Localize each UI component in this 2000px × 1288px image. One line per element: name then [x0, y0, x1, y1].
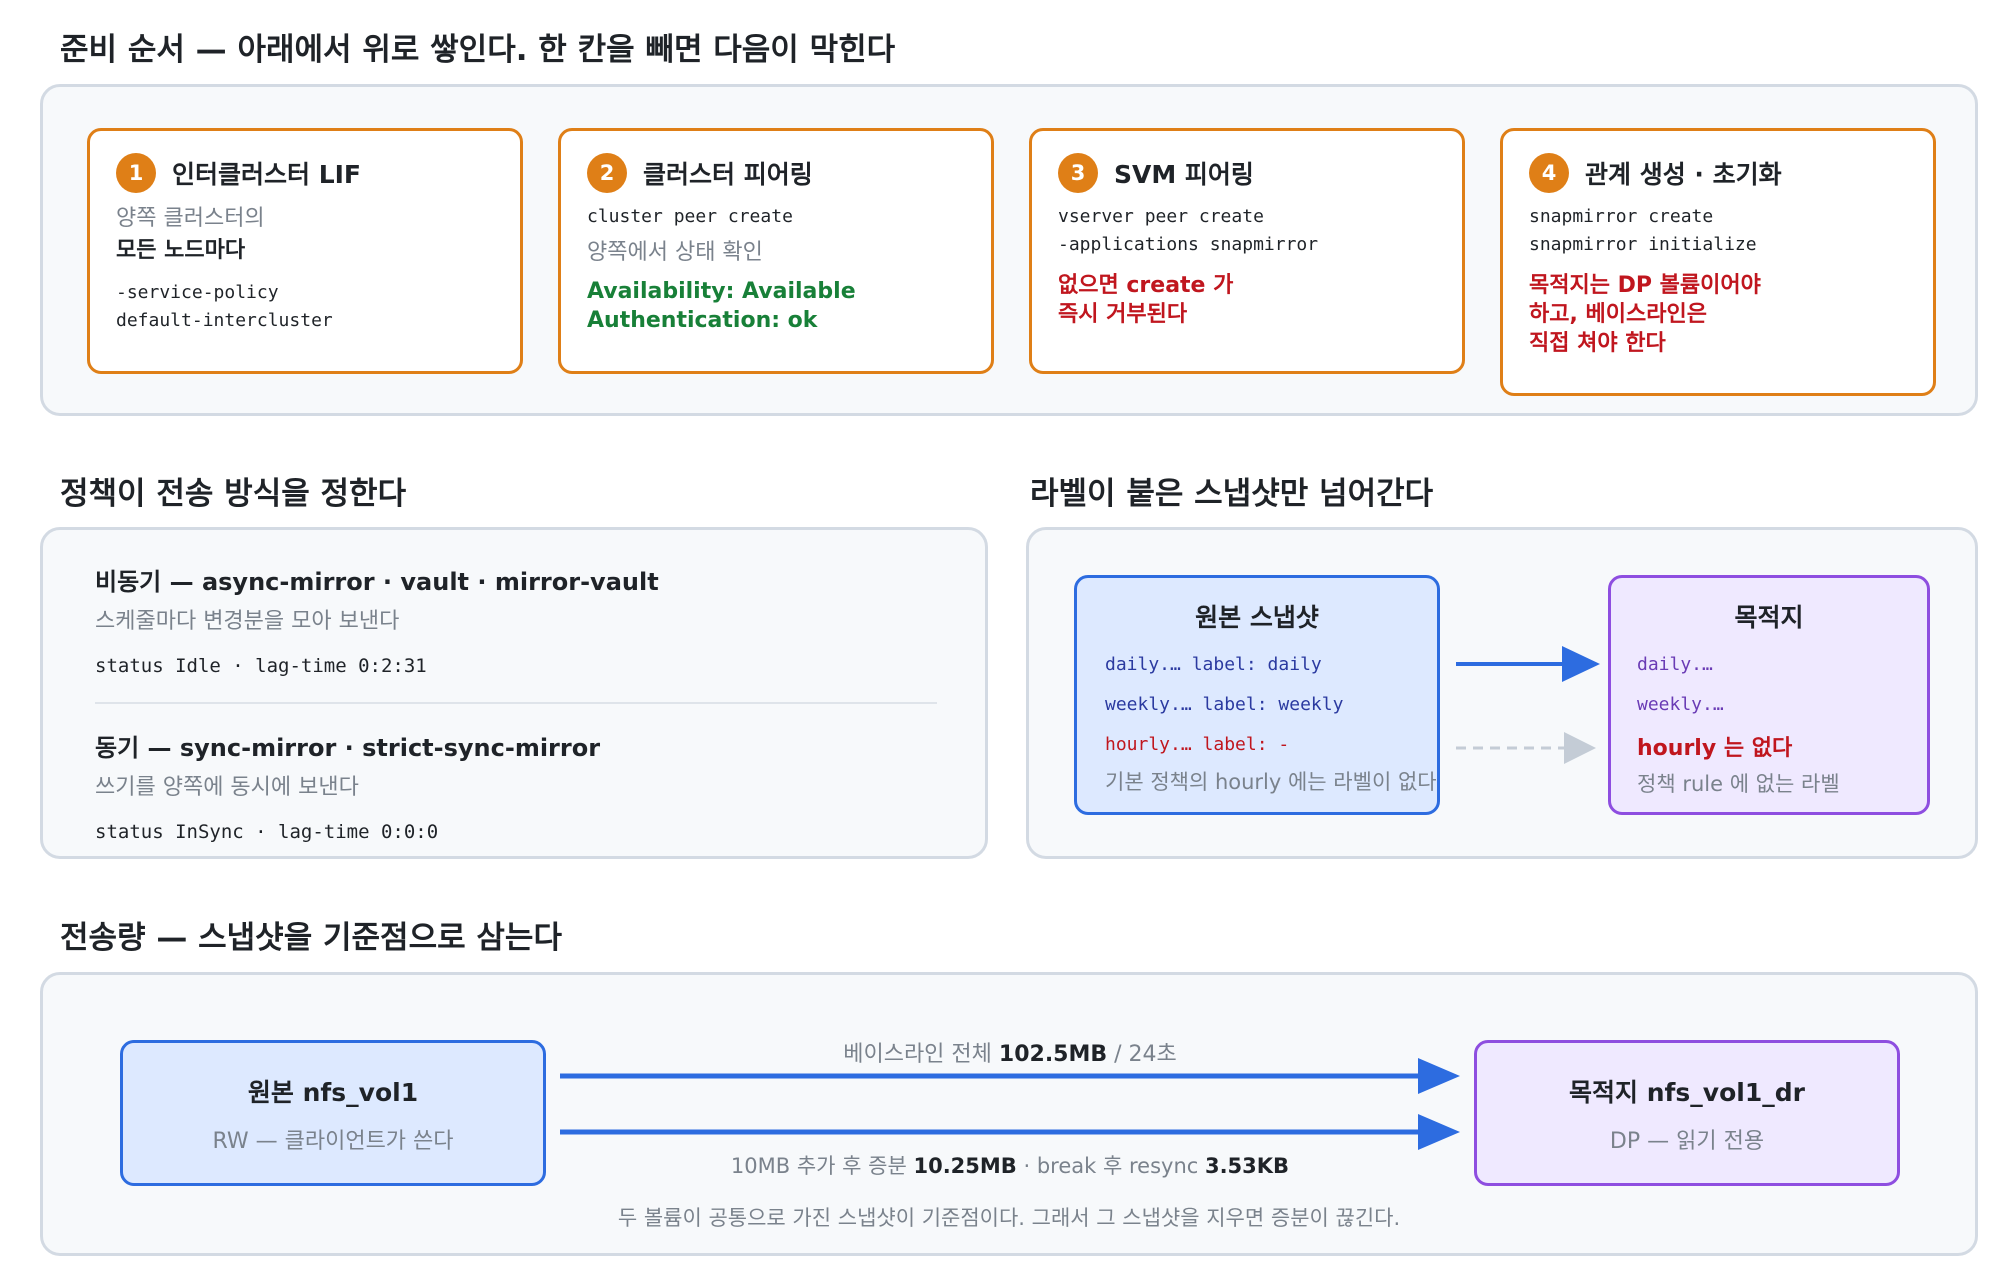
policy-async-desc: 스케줄마다 변경분을 모아 보낸다: [95, 609, 400, 634]
destination-volume-box: 목적지 nfs_vol1_dr DP — 읽기 전용: [1474, 1040, 1900, 1186]
source-volume-title: 원본 nfs_vol1: [247, 1078, 419, 1107]
policy-panel: 비동기 — async-mirror · vault · mirror-vaul…: [40, 527, 988, 859]
dest-weekly-line: weekly.…: [1637, 694, 1724, 715]
incremental-size: 10.25MB: [913, 1154, 1017, 1178]
transfer-footnote: 두 볼륨이 공통으로 가진 스냅샷이 기준점이다. 그래서 그 스냅샷을 지우면…: [617, 1206, 1401, 1230]
step-warning: 없으면 create 가: [1058, 273, 1234, 298]
prep-section-title: 준비 순서 — 아래에서 위로 쌓인다. 한 칸을 빼면 다음이 막힌다: [60, 32, 896, 68]
destination-volume-title: 목적지 nfs_vol1_dr: [1569, 1078, 1805, 1107]
policy-async-title: 비동기 — async-mirror · vault · mirror-vaul…: [95, 568, 659, 596]
step-number-badge: 3: [1058, 153, 1098, 193]
step-ok-availability: Availability: Available: [587, 279, 856, 304]
transfer-arrow-head: [1562, 646, 1600, 682]
baseline-arrow-head: [1418, 1058, 1460, 1094]
step-ok-authentication: Authentication: ok: [587, 308, 818, 333]
step-card-2: 2 클러스터 피어링 cluster peer create 양쪽에서 상태 확…: [558, 128, 994, 374]
step-warning: 목적지는 DP 볼륨이어야: [1529, 273, 1761, 298]
step-number-badge: 2: [587, 153, 627, 193]
destination-snapshot-title: 목적지: [1734, 603, 1804, 632]
source-snapshot-note: 기본 정책의 hourly 에는 라벨이 없다: [1105, 770, 1437, 794]
incremental-label-mid: · break 후 resync: [1016, 1154, 1205, 1178]
step-code: -service-policy: [116, 282, 279, 303]
policy-sync-desc: 쓰기를 양쪽에 동시에 보낸다: [95, 775, 359, 800]
snapshot-weekly-line: weekly.… label: weekly: [1105, 694, 1344, 715]
incremental-arrow-head: [1418, 1114, 1460, 1150]
step-title: 클러스터 피어링: [643, 160, 813, 189]
step-code: snapmirror initialize: [1529, 234, 1757, 255]
policy-divider: [95, 702, 937, 704]
source-volume-box: 원본 nfs_vol1 RW — 클라이언트가 쓴다: [120, 1040, 546, 1186]
blocked-arrow-head: [1564, 732, 1596, 764]
dest-daily-line: daily.…: [1637, 654, 1713, 675]
destination-volume-sub: DP — 읽기 전용: [1609, 1129, 1765, 1154]
step-code: vserver peer create: [1058, 206, 1264, 227]
transfer-section-title: 전송량 — 스냅샷을 기준점으로 삼는다: [60, 920, 562, 956]
label-arrows: [1456, 646, 1600, 764]
policy-sync-block: 동기 — sync-mirror · strict-sync-mirror 쓰기…: [95, 728, 600, 843]
step-warning: 직접 쳐야 한다: [1529, 331, 1666, 356]
step-code: default-intercluster: [116, 310, 333, 331]
step-warning: 즉시 거부된다: [1058, 302, 1188, 327]
source-snapshot-title: 원본 스냅샷: [1195, 603, 1319, 632]
destination-snapshot-box: 목적지 daily.… weekly.… hourly 는 없다 정책 rule…: [1608, 575, 1930, 815]
step-card-1: 1 인터클러스터 LIF 양쪽 클러스터의 모든 노드마다 -service-p…: [87, 128, 523, 374]
snapshot-daily-line: daily.… label: daily: [1105, 654, 1322, 675]
incremental-label: 10MB 추가 후 증분 10.25MB · break 후 resync 3.…: [560, 1150, 1460, 1180]
source-volume-sub: RW — 클라이언트가 쓴다: [212, 1129, 454, 1154]
resync-size: 3.53KB: [1204, 1154, 1290, 1178]
dest-hourly-missing: hourly 는 없다: [1637, 736, 1793, 761]
transfer-arrows: [560, 1058, 1460, 1150]
destination-note: 정책 rule 에 없는 라벨: [1637, 772, 1840, 796]
step-code: cluster peer create: [587, 206, 793, 227]
step-number-badge: 1: [116, 153, 156, 193]
step-desc-strong: 모든 노드마다: [116, 238, 246, 263]
step-title: 인터클러스터 LIF: [172, 160, 362, 189]
policy-section-title: 정책이 전송 방식을 정한다: [60, 476, 407, 512]
label-section-title: 라벨이 붙은 스냅샷만 넘어간다: [1030, 476, 1434, 512]
policy-sync-title: 동기 — sync-mirror · strict-sync-mirror: [95, 734, 601, 762]
policy-async-status: status Idle · lag-time 0:2:31: [95, 655, 427, 677]
baseline-label-suffix: / 24초: [1107, 1042, 1177, 1067]
step-desc: 양쪽에서 상태 확인: [587, 240, 763, 265]
step-code: snapmirror create: [1529, 206, 1714, 227]
baseline-label: 베이스라인 전체 102.5MB / 24초: [560, 1036, 1460, 1068]
baseline-label-prefix: 베이스라인 전체: [843, 1042, 999, 1067]
step-card-4: 4 관계 생성 · 초기화 snapmirror create snapmirr…: [1500, 128, 1936, 396]
baseline-size: 102.5MB: [998, 1042, 1108, 1067]
source-snapshot-box: 원본 스냅샷 daily.… label: daily weekly.… lab…: [1074, 575, 1440, 815]
step-warning: 하고, 베이스라인은: [1529, 302, 1707, 327]
incremental-label-prefix: 10MB 추가 후 증분: [730, 1154, 914, 1178]
snapshot-hourly-line: hourly.… label: -: [1105, 734, 1290, 755]
step-code: -applications snapmirror: [1058, 234, 1319, 255]
step-number-badge: 4: [1529, 153, 1569, 193]
step-title: SVM 피어링: [1114, 160, 1254, 189]
step-card-3: 3 SVM 피어링 vserver peer create -applicati…: [1029, 128, 1465, 374]
policy-sync-status: status InSync · lag-time 0:0:0: [95, 821, 439, 843]
step-desc: 양쪽 클러스터의: [116, 206, 265, 231]
policy-async-block: 비동기 — async-mirror · vault · mirror-vaul…: [95, 562, 659, 677]
step-title: 관계 생성 · 초기화: [1585, 160, 1782, 189]
